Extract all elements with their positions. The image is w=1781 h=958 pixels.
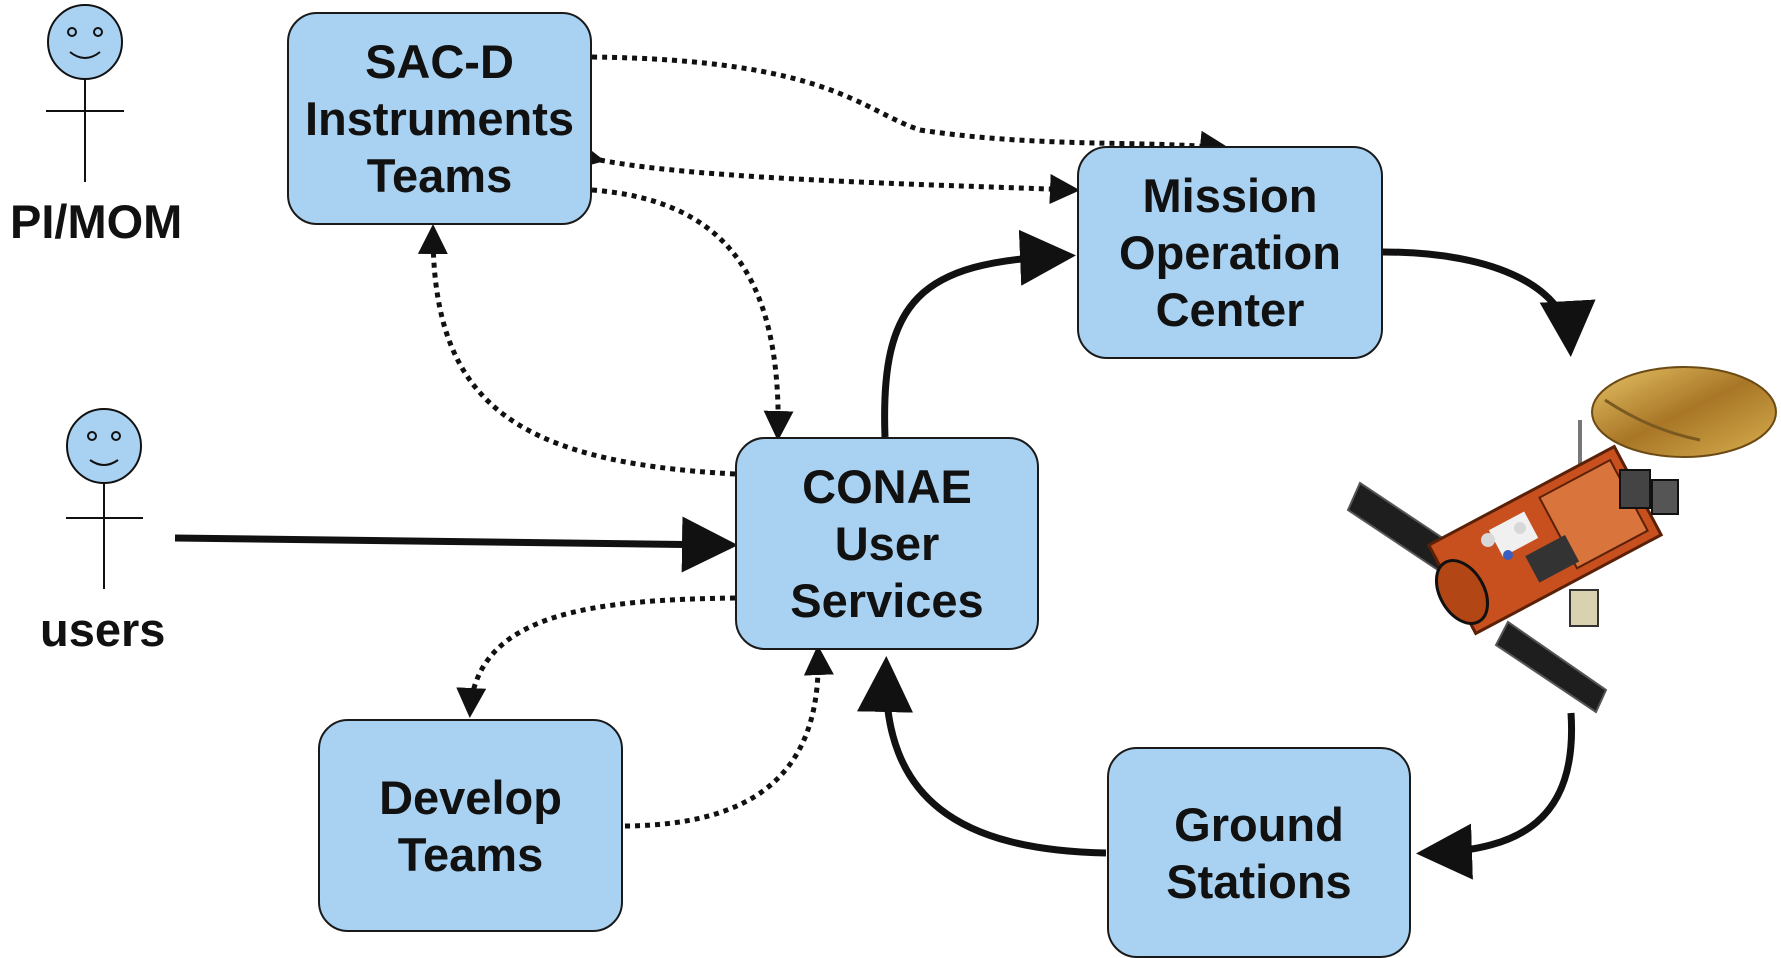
- conae-user-services-box: CONAE User Services: [735, 437, 1039, 650]
- mission-operation-center-box: Mission Operation Center: [1077, 146, 1383, 359]
- develop-to-conae-dotted-arrow: [624, 645, 834, 829]
- sacd-moc-bidirectional-dotted-arrow: [572, 140, 1080, 204]
- satellite-illustration: [1346, 366, 1777, 714]
- sacd-instruments-teams-box: SAC-D Instruments Teams: [287, 12, 592, 225]
- pi-mom-actor-icon: [46, 4, 124, 182]
- users-actor-icon: [66, 408, 143, 589]
- pi-mom-label: PI/MOM: [10, 195, 183, 248]
- ground-to-conae-arrow: [857, 656, 1107, 857]
- conae-to-sacd-dotted-arrow: [417, 224, 736, 477]
- ground-stations-box: Ground Stations: [1107, 747, 1411, 958]
- conae-to-develop-dotted-arrow: [456, 595, 736, 718]
- satellite-to-ground-arrow: [1416, 712, 1576, 880]
- sacd-to-conae-dotted-arrow: [591, 187, 794, 441]
- conae-to-moc-arrow: [881, 229, 1076, 438]
- develop-teams-box: Develop Teams: [318, 719, 623, 932]
- users-label: users: [40, 603, 166, 656]
- moc-to-satellite-arrow: [1382, 248, 1596, 357]
- users-to-conae-arrow: [174, 516, 738, 573]
- sacd-to-moc-dotted-arrow: [591, 54, 1230, 161]
